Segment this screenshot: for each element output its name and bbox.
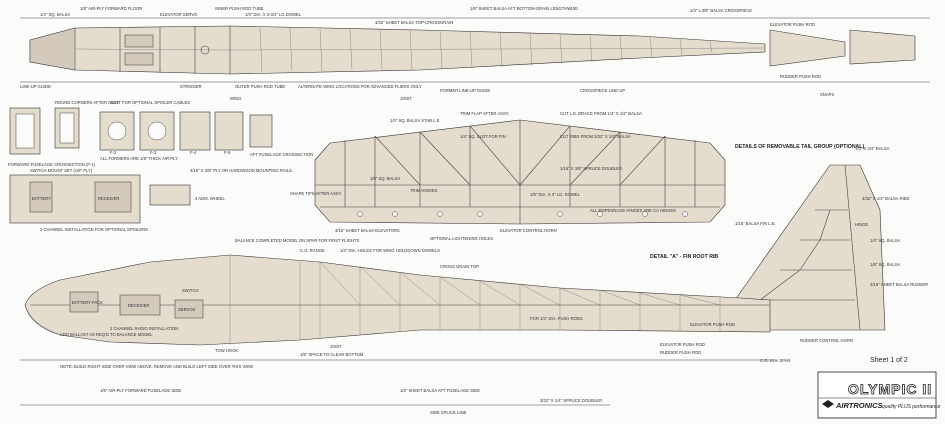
label-detail-a: DETAIL "A" - FIN ROOT RIB: [650, 254, 718, 260]
fuselage-top-view: [20, 17, 930, 83]
fuselage-side-view: [20, 254, 771, 406]
label-aft-bottom: 1/8" SHEET BALSA AFT BOTTOM-GRAIN LENGTH…: [470, 6, 578, 11]
label-stab-dowel: 1/8" DIA. X 3" LG. DOWEL: [530, 192, 581, 197]
label-splice: SIDE SPLICE LINE: [430, 410, 467, 415]
sheet-number: Sheet 1 of 2: [870, 357, 908, 364]
label-dowel: 1/4" DIA. X 3-3/4" LG DOWEL: [245, 12, 302, 17]
label-round-corners: ROUND CORNERS AFTER ASSY.: [55, 100, 120, 105]
callout-labels: 1/8" AIR-PLY FORWARD FLOOR INNER PUSH RO…: [8, 6, 928, 415]
label-receiver: RECEIVER: [128, 303, 149, 308]
label-3ch: 3 CHANNEL INSTALLATION FOR OPTIONAL SPOI…: [40, 227, 148, 232]
label-outer-tube: OUTER PUSH ROD TUBE: [235, 84, 285, 89]
label-rudder-horn: RUDDER CONTROL HORN: [800, 338, 853, 343]
label-holddown: 1/4" DIA. HOLES FOR WING HOLDDOWN DOWELS: [340, 248, 440, 253]
label-cg-span: C.G. 85% SPAN: [760, 358, 790, 363]
label-trim-flap: TRIM FLAP AFTER ASSY.: [460, 111, 509, 116]
label-tail-details: DETAILS OF REMOVABLE TAIL GROUP (OPTIONA…: [735, 144, 864, 150]
label-balance: BALANCE COMPLETED MODEL ON SPAR FOR FIRS…: [235, 238, 360, 243]
label-battery-top: BATTERY: [32, 196, 51, 201]
label-floor: 1/8" AIR-PLY FORWARD FLOOR: [80, 6, 142, 11]
label-formers-note: ALL FORMERS ARE 1/8" THICK AIR-PLY: [100, 156, 178, 161]
label-fwd-xsect: FORWARD FUSELAGE CROSSECTION (F-1): [8, 162, 96, 167]
label-aft-side: 1/8" SHEET BALSA AFT FUSELAGE SIDE: [400, 388, 480, 393]
label-wing: WING: [230, 96, 241, 101]
spoiler-installation: [9, 174, 191, 224]
label-fin-le-balsa: 1/16" BALSA FIN L.E.: [735, 221, 776, 226]
label-switch-mount: SWITCH MOUNT SET (1/8" PLY): [30, 168, 93, 173]
label-crosspiece: 1/4" x 3/8" BALSA CROSSPIECE: [690, 8, 752, 13]
label-doubler: 3/32" X 1/4" SPRUCE DOUBLER: [540, 398, 602, 403]
label-elev-horn: ELEVATOR CONTROL HORN: [500, 228, 557, 233]
label-lightening: OPTIONAL LIGHTENING HOLES: [430, 236, 493, 241]
stabilizer: [314, 119, 726, 225]
model-name: OLYMPIC II: [848, 381, 932, 397]
label-stringer: STRINGER: [180, 84, 202, 89]
label-spoiler-slot: SLOT FOR OPTIONAL SPOILER CABLES: [110, 100, 190, 105]
label-2ch: 2 CHANNEL RADIO INSTALLATION: [110, 326, 178, 331]
label-f2: F-2: [110, 150, 117, 155]
label-rails: 3/16" X 3/8" PLY OR HARDWOOD MOUNTING RA…: [190, 168, 292, 173]
label-wheel: 4 ADM. WHEEL: [195, 196, 225, 201]
label-former-lineup: FORMER LINE-UP GUIDE: [440, 88, 490, 93]
label-top-sheet: 3/32" SHEET BALSA TOP-CROSSGRAIN: [375, 20, 453, 25]
title-block: Sheet 1 of 2 OLYMPIC II AIRTRONICS quali…: [817, 357, 941, 419]
label-fin-slot: 1/4" SQ. SLOT FOR FIN: [460, 134, 506, 139]
label-f3: F-3: [150, 150, 157, 155]
label-lineup: LINE-UP GUIDE: [20, 84, 51, 89]
label-build-note: NOTE: BUILD RIGHT SIDE OVER VIEW ABOVE. …: [60, 364, 253, 369]
label-snaps: SNAPS: [820, 92, 834, 97]
label-fin-ribs: 3/32" X 1/4" BALSA RIBS: [862, 196, 910, 201]
label-elev-servo: ELEVATOR SERVO: [160, 12, 198, 17]
label-hinge: HINGE: [855, 222, 868, 227]
airtronics-logo-icon: [822, 400, 834, 408]
label-cg-range: C.G. RANGE: [300, 248, 325, 253]
label-fin-elev-pushrod: ELEVATOR PUSH ROD: [690, 322, 735, 327]
label-shape-tips: SHAPE TIPS AFTER ASSY.: [290, 191, 342, 196]
label-stab-sq: 1/8" SQ. BALSA: [370, 176, 401, 181]
label-ca-hinges: ALL EMPENNAGE HINGES ARE CA HINGES: [590, 208, 676, 213]
label-stab-le: 1/4" SQ. BALSA STAB L.E.: [390, 118, 441, 123]
label-joist: JOIST: [400, 96, 412, 101]
label-f4: F-4: [190, 150, 197, 155]
label-f5: F-5: [224, 150, 231, 155]
label-side-rudder-pushrod: RUDDER PUSH ROD: [660, 350, 701, 355]
label-tow-hook: TOW HOOK: [215, 348, 238, 353]
brand-tagline: quality PLUS performance: [882, 404, 941, 410]
label-fwd-side: 1/8" AIR-PLY FORWARD FUSELAGE SIDE: [100, 388, 181, 393]
label-side-elev-pushrod: ELEVATOR PUSH ROD: [660, 342, 705, 347]
label-pushrod-guides: FOR 1/4" DIA. PUSH RODS: [530, 316, 583, 321]
label-ballast: ADD BALLAST AS REQ'D TO BALANCE MODEL: [60, 332, 153, 337]
label-fin-eighth: 1/8" SQ. BALSA: [870, 262, 901, 267]
label-servos: SERVOS: [178, 307, 196, 312]
label-spruce-doubler: 1/16" X 3/8" SPRUCE DOUBLER: [560, 166, 622, 171]
label-cross-grain: CROSS GRAIN TOP: [440, 264, 479, 269]
label-rudder-sheet: 3/16" SHEET BALSA RUDDER: [870, 282, 928, 287]
label-trim-hinges: TRIM HINGES: [410, 188, 438, 193]
label-rudder-pushrod: RUDDER PUSH ROD: [780, 74, 821, 79]
label-sq-balsa: 1/4" SQ. BALSA: [40, 12, 71, 17]
label-fin-le: 1/4" X 3/4" BALSA: [855, 146, 890, 151]
label-side-joist: JOIST: [330, 344, 342, 349]
label-inner-tube: INNER PUSH ROD TUBE: [215, 6, 264, 11]
label-switch: SWITCH: [182, 288, 199, 293]
label-crosspiece-lineup: CROSSPIECE LINE-UP: [580, 88, 625, 93]
formers-area: [9, 107, 273, 155]
label-elevators: 3/16" SHEET BALSA ELEVATORS: [335, 228, 400, 233]
label-elev-pushrod: ELEVATOR PUSH ROD: [770, 22, 815, 27]
label-aft-xsect: AFT FUSELAGE CROSSECTION: [250, 152, 313, 157]
label-receiver-top: RECEIVER: [98, 196, 119, 201]
label-alt-wing: ALTERNATE WING LOCATIONS FOR ADVANCED FL…: [298, 84, 422, 89]
label-cut-ribs: CUT RIBS FROM 3/32" X 1/4" BALSA: [560, 134, 631, 139]
label-le-brace: CUT L.E. BRACE FROM 1/4" X 1/2" BALSA: [560, 111, 642, 116]
brand-name: AIRTRONICS: [835, 401, 883, 410]
label-fin-sq: 1/4" SQ. BALSA: [870, 238, 901, 243]
label-clear-bottom: 1/8" SPACE TO CLEAR BOTTOM: [300, 352, 364, 357]
label-battery-pack: BATTERY PACK: [72, 300, 103, 305]
